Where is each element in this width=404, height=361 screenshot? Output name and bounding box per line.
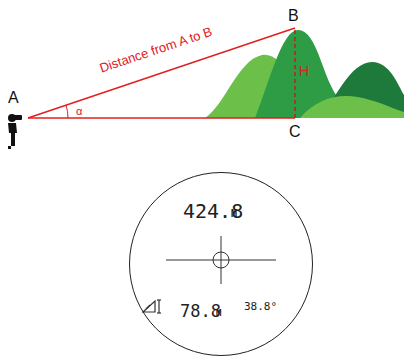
point-label: A <box>8 90 19 106</box>
unit: M <box>216 309 221 318</box>
unit: M <box>231 209 237 219</box>
viewfinder-circle: 424.8M78.8M38.8° <box>129 172 313 356</box>
point-label: C <box>289 124 301 140</box>
height-label: H <box>299 64 309 78</box>
crosshair <box>213 252 229 268</box>
angle-arc <box>66 105 68 118</box>
distance-label: Distance from A to B <box>98 25 214 75</box>
angle-value: 38.8° <box>244 301 277 312</box>
height-icon <box>143 300 161 313</box>
crosshair <box>221 236 222 284</box>
person-icon <box>8 114 22 149</box>
hill <box>300 96 404 118</box>
angle-label: α <box>76 106 82 117</box>
height-value: 78.8 <box>180 303 221 320</box>
point-label: B <box>288 8 299 24</box>
height-line <box>294 30 296 118</box>
